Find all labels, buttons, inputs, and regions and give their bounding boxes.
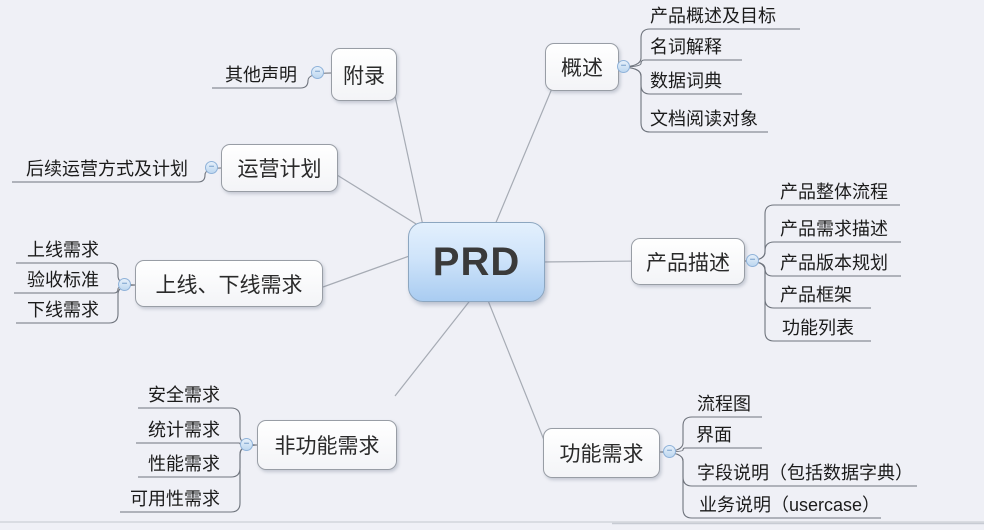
subtopic-product-framework[interactable]: 产品框架 bbox=[780, 285, 852, 305]
canvas-edge-line bbox=[0, 521, 984, 525]
subtopic-business-description[interactable]: 业务说明（usercase） bbox=[699, 495, 881, 515]
minus-icon: − bbox=[749, 254, 756, 266]
subtopic-flowchart[interactable]: 流程图 bbox=[697, 394, 751, 414]
subtopic-feature-list[interactable]: 功能列表 bbox=[782, 318, 854, 338]
collapse-button-overview[interactable]: − bbox=[617, 60, 630, 73]
subtopic-document-audience[interactable]: 文档阅读对象 bbox=[650, 109, 758, 129]
collapse-button-product-description[interactable]: − bbox=[746, 254, 759, 267]
minus-icon: − bbox=[314, 66, 321, 78]
subtopic-ui[interactable]: 界面 bbox=[696, 425, 732, 445]
minus-icon: − bbox=[121, 278, 128, 290]
subtopic-security[interactable]: 安全需求 bbox=[148, 385, 220, 405]
subtopic-product-overview-goals[interactable]: 产品概述及目标 bbox=[650, 6, 776, 26]
branch-lines-overview bbox=[618, 28, 800, 133]
subtopic-version-planning[interactable]: 产品版本规划 bbox=[780, 253, 888, 273]
topic-overview[interactable]: 概述 bbox=[545, 43, 619, 91]
subtopic-requirement-description[interactable]: 产品需求描述 bbox=[780, 219, 888, 239]
topic-appendix[interactable]: 附录 bbox=[331, 48, 397, 101]
subtopic-performance[interactable]: 性能需求 bbox=[148, 454, 220, 474]
collapse-button-operation[interactable]: − bbox=[205, 161, 218, 174]
minus-icon: − bbox=[620, 60, 627, 72]
subtopic-other-statements[interactable]: 其他声明 bbox=[225, 65, 297, 85]
subtopic-overall-flow[interactable]: 产品整体流程 bbox=[780, 182, 888, 202]
topic-launch-offline-requirements[interactable]: 上线、下线需求 bbox=[135, 260, 323, 307]
subtopic-field-description[interactable]: 字段说明（包括数据字典） bbox=[697, 463, 913, 483]
subtopic-usability[interactable]: 可用性需求 bbox=[130, 489, 220, 509]
topic-product-description[interactable]: 产品描述 bbox=[631, 238, 745, 285]
subtopic-acceptance-criteria[interactable]: 验收标准 bbox=[27, 270, 99, 290]
topic-nonfunctional-requirements[interactable]: 非功能需求 bbox=[257, 420, 397, 470]
topic-functional-requirements[interactable]: 功能需求 bbox=[543, 428, 660, 478]
subtopic-offline[interactable]: 下线需求 bbox=[27, 300, 99, 320]
collapse-button-nonfunctional[interactable]: − bbox=[240, 438, 253, 451]
collapse-button-launch[interactable]: − bbox=[118, 278, 131, 291]
collapse-button-functional[interactable]: − bbox=[663, 445, 676, 458]
central-topic-prd[interactable]: PRD bbox=[408, 222, 545, 302]
subtopic-data-dictionary[interactable]: 数据词典 bbox=[650, 71, 722, 91]
center-branch-lines bbox=[322, 85, 641, 456]
subtopic-operation-method-plan[interactable]: 后续运营方式及计划 bbox=[26, 159, 188, 179]
minus-icon: − bbox=[243, 438, 250, 450]
subtopic-launch[interactable]: 上线需求 bbox=[27, 240, 99, 260]
topic-operation-plan[interactable]: 运营计划 bbox=[221, 144, 338, 192]
subtopic-statistics[interactable]: 统计需求 bbox=[148, 420, 220, 440]
subtopic-glossary[interactable]: 名词解释 bbox=[650, 37, 722, 57]
minus-icon: − bbox=[666, 445, 673, 457]
collapse-button-appendix[interactable]: − bbox=[311, 66, 324, 79]
minus-icon: − bbox=[208, 161, 215, 173]
